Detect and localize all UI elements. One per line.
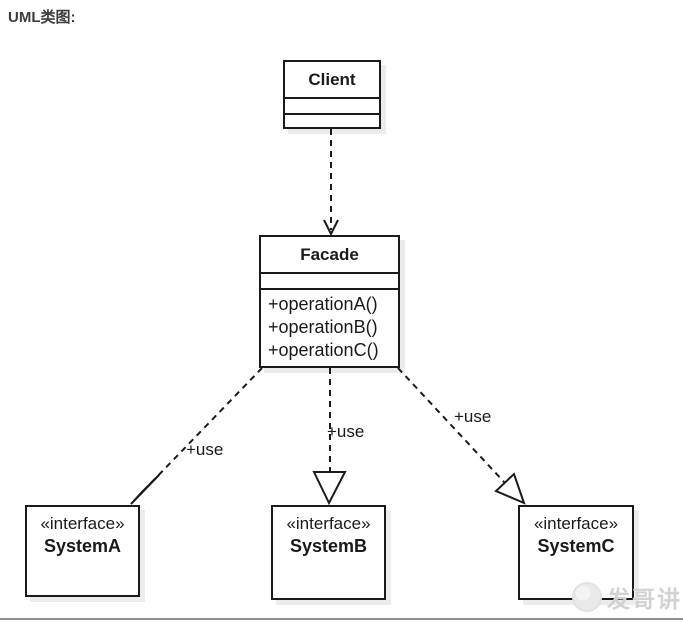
facade-operation: +operationA() [268,294,378,314]
edge-client-to-facade [323,129,339,237]
interface-name-systemA: SystemA [43,536,122,556]
interface-name-systemC: SystemC [537,536,615,556]
hollow-triangle-arrowhead-icon [312,471,347,506]
stereotype-label: «interface» [533,514,619,533]
interface-box-systemA: «interface» SystemA [25,505,140,597]
hollow-triangle-arrowhead-icon [130,474,160,505]
bottom-divider [0,618,683,620]
watermark-text: 发哥讲 [607,586,682,612]
interface-name-systemB: SystemB [289,536,368,556]
facade-attributes-compartment [261,272,398,288]
open-arrowhead-icon [323,219,339,237]
edge-label-use-systemC: +use [454,407,492,426]
hollow-triangle-arrowhead-icon [494,472,526,505]
class-box-client: Client [283,60,381,129]
watermark-logo-icon [572,582,602,612]
facade-operation: +operationC() [268,340,379,360]
edge-label-use-systemB: +use [327,422,365,441]
client-operations-compartment [285,113,379,127]
edge-facade-to-systemA [130,367,263,505]
class-name-client: Client [308,70,356,89]
page-title: UML类图: [8,9,76,26]
edge-label-use-systemA: +use [186,440,224,459]
interface-box-systemB: «interface» SystemB [271,505,386,600]
interface-box-systemC: «interface» SystemC [518,505,634,600]
client-attributes-compartment [285,97,379,113]
class-name-facade: Facade [300,245,359,264]
watermark: 发哥讲 [572,580,682,614]
edge-facade-to-systemC [397,367,526,505]
facade-operation: +operationB() [268,317,378,337]
facade-operations-compartment: +operationA() +operationB() +operationC(… [261,288,398,362]
stereotype-label: «interface» [286,514,371,533]
class-box-facade: Facade +operationA() +operationB() +oper… [259,235,400,368]
stereotype-label: «interface» [40,514,125,533]
